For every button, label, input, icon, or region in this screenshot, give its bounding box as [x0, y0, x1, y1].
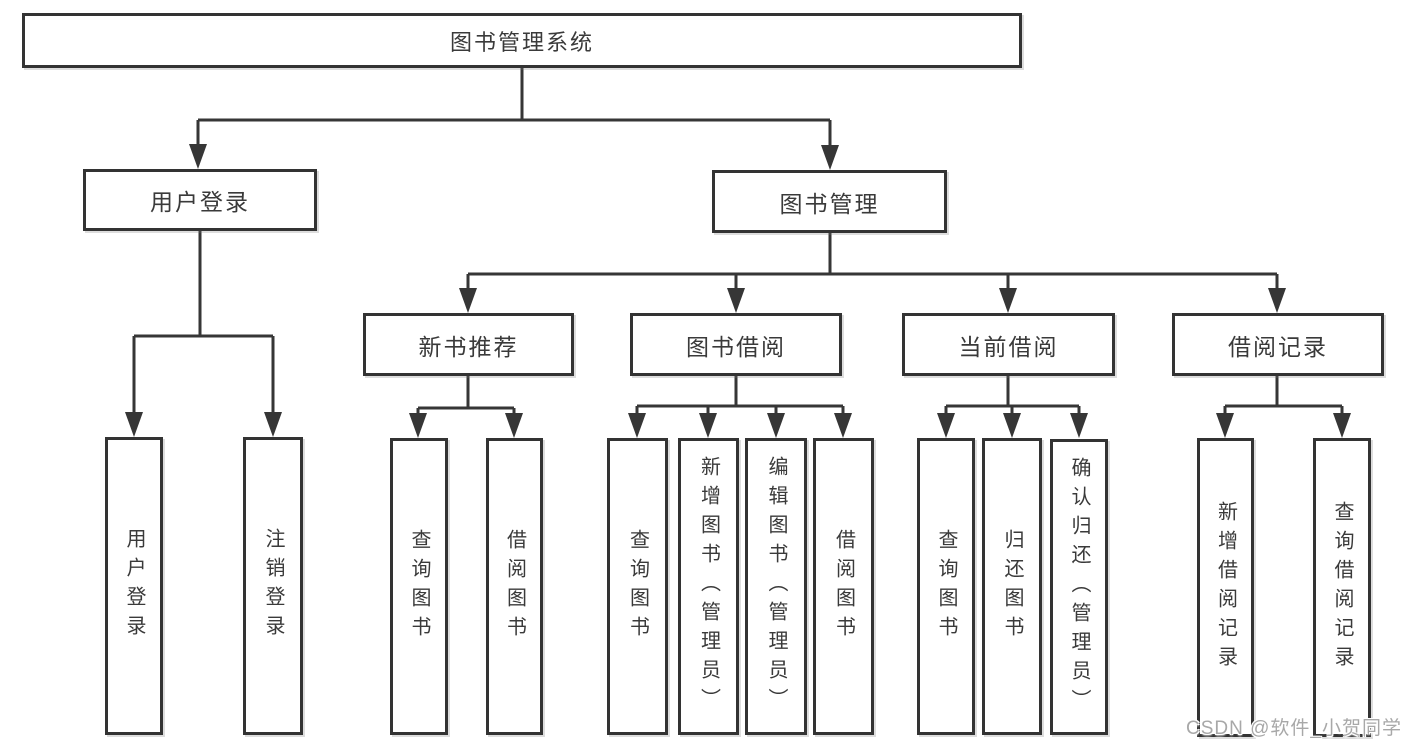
leaf-query-books-current: 查询图书 [917, 438, 975, 735]
arrowhead [459, 288, 477, 313]
node-label: 查询图书 [626, 528, 649, 645]
node-borrow-record: 借阅记录 [1172, 313, 1384, 376]
arrowhead [1216, 413, 1234, 438]
node-new-book-recommend: 新书推荐 [363, 313, 574, 376]
node-label: 借阅图书 [503, 528, 526, 645]
node-label: 查询图书 [935, 528, 957, 645]
arrowhead [821, 145, 839, 170]
arrowhead [727, 288, 745, 313]
node-label: 新增图书（管理员） [697, 456, 720, 717]
arrowhead [264, 412, 282, 437]
node-user-login: 用户登录 [83, 169, 317, 231]
arrowhead [1003, 413, 1021, 438]
node-book-management: 图书管理 [712, 170, 947, 233]
node-label: 查询图书 [408, 528, 430, 645]
node-book-borrow: 图书借阅 [630, 313, 842, 376]
leaf-add-books-admin: 新增图书（管理员） [678, 438, 739, 735]
connector-user-login [132, 231, 275, 416]
connector-new-book-rec [416, 375, 516, 417]
leaf-borrow-books: 借阅图书 [813, 438, 874, 735]
node-label: 查询借阅记录 [1331, 500, 1353, 675]
leaf-query-books: 查询图书 [607, 438, 668, 735]
arrowhead [628, 413, 646, 438]
node-label: 用户登录 [123, 528, 145, 644]
node-label: 用户登录 [150, 189, 250, 215]
arrowhead [1268, 288, 1286, 313]
leaf-borrow-books-recommend: 借阅图书 [486, 438, 543, 735]
connector-borrow-record [1223, 375, 1344, 417]
node-label: 新增借阅记录 [1214, 500, 1237, 675]
arrowhead [767, 413, 785, 438]
leaf-return-books: 归还图书 [982, 438, 1042, 735]
node-label: 归还图书 [1001, 528, 1023, 645]
node-current-borrow: 当前借阅 [902, 313, 1115, 376]
node-label: 当前借阅 [958, 333, 1059, 360]
arrowhead [937, 413, 955, 438]
node-label: 图书借阅 [686, 333, 786, 360]
arrowhead [505, 413, 523, 438]
arrowhead [699, 413, 717, 438]
node-library-management-system: 图书管理系统 [22, 13, 1022, 68]
node-label: 编辑图书（管理员） [765, 456, 787, 717]
connector-book-borrow [635, 375, 845, 417]
arrowhead [1333, 413, 1351, 438]
node-label: 图书管理系统 [449, 29, 594, 55]
node-label: 确认归还（管理员） [1068, 456, 1090, 718]
node-label: 新书推荐 [418, 333, 519, 360]
node-label: 图书管理 [779, 190, 880, 217]
arrowhead [189, 144, 207, 169]
arrowhead [1070, 413, 1088, 438]
leaf-query-books-recommend: 查询图书 [390, 438, 448, 735]
arrowhead [834, 413, 852, 438]
connector-book-mgmt [466, 233, 1279, 292]
connector-current-borrow [944, 375, 1081, 417]
arrowhead [125, 412, 143, 437]
leaf-add-borrow-record: 新增借阅记录 [1197, 438, 1254, 737]
leaf-edit-books-admin: 编辑图书（管理员） [745, 438, 807, 735]
connector-root [196, 67, 832, 149]
node-label: 注销登录 [262, 528, 284, 644]
leaf-logout: 注销登录 [243, 437, 303, 735]
leaf-query-borrow-record: 查询借阅记录 [1313, 438, 1371, 737]
csdn-watermark: CSDN @软件_小贺同学 [1186, 718, 1402, 739]
arrowhead [409, 413, 427, 438]
leaf-user-login: 用户登录 [105, 437, 163, 735]
node-label: 借阅图书 [832, 528, 855, 645]
node-label: 借阅记录 [1228, 333, 1328, 360]
arrowhead [999, 288, 1017, 313]
leaf-confirm-return-admin: 确认归还（管理员） [1050, 439, 1108, 735]
